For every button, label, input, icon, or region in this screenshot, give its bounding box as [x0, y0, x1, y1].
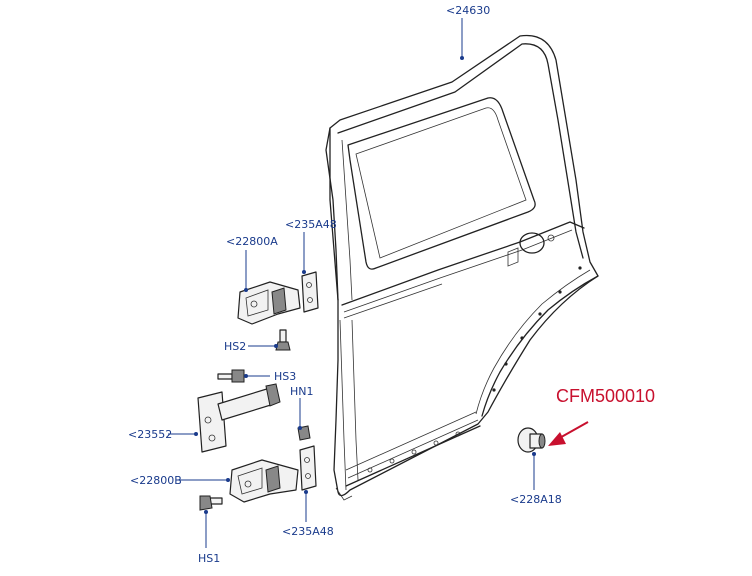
upper-shim-plate [301, 271, 319, 313]
callout-arrow [548, 421, 589, 446]
label-check-strap: <23552 [128, 428, 172, 441]
label-lower-shim: <235A48 [282, 525, 334, 538]
bolt-hs1 [199, 495, 223, 511]
label-bumper: <228A18 [510, 493, 562, 506]
label-lower-hinge: <22800B [130, 474, 182, 487]
upper-hinge [237, 281, 301, 325]
lower-hinge [229, 459, 299, 503]
label-upper-hinge: <22800A [226, 235, 278, 248]
check-strap [197, 383, 281, 453]
label-upper-shim: <235A48 [285, 218, 337, 231]
door-shell [325, 34, 599, 501]
bolt-hs3 [217, 369, 245, 383]
leader-lines [168, 18, 536, 548]
callout-part-number: CFM500010 [556, 386, 655, 406]
lower-shim-plate [299, 445, 317, 491]
label-bolt-hs3: HS3 [274, 370, 296, 383]
label-door-shell: <24630 [446, 4, 490, 17]
label-nut-hn1: HN1 [290, 385, 314, 398]
bolt-hs2 [275, 329, 291, 351]
label-bolt-hs1: HS1 [198, 552, 220, 565]
door-bumper [517, 427, 546, 453]
label-bolt-hs2: HS2 [224, 340, 246, 353]
